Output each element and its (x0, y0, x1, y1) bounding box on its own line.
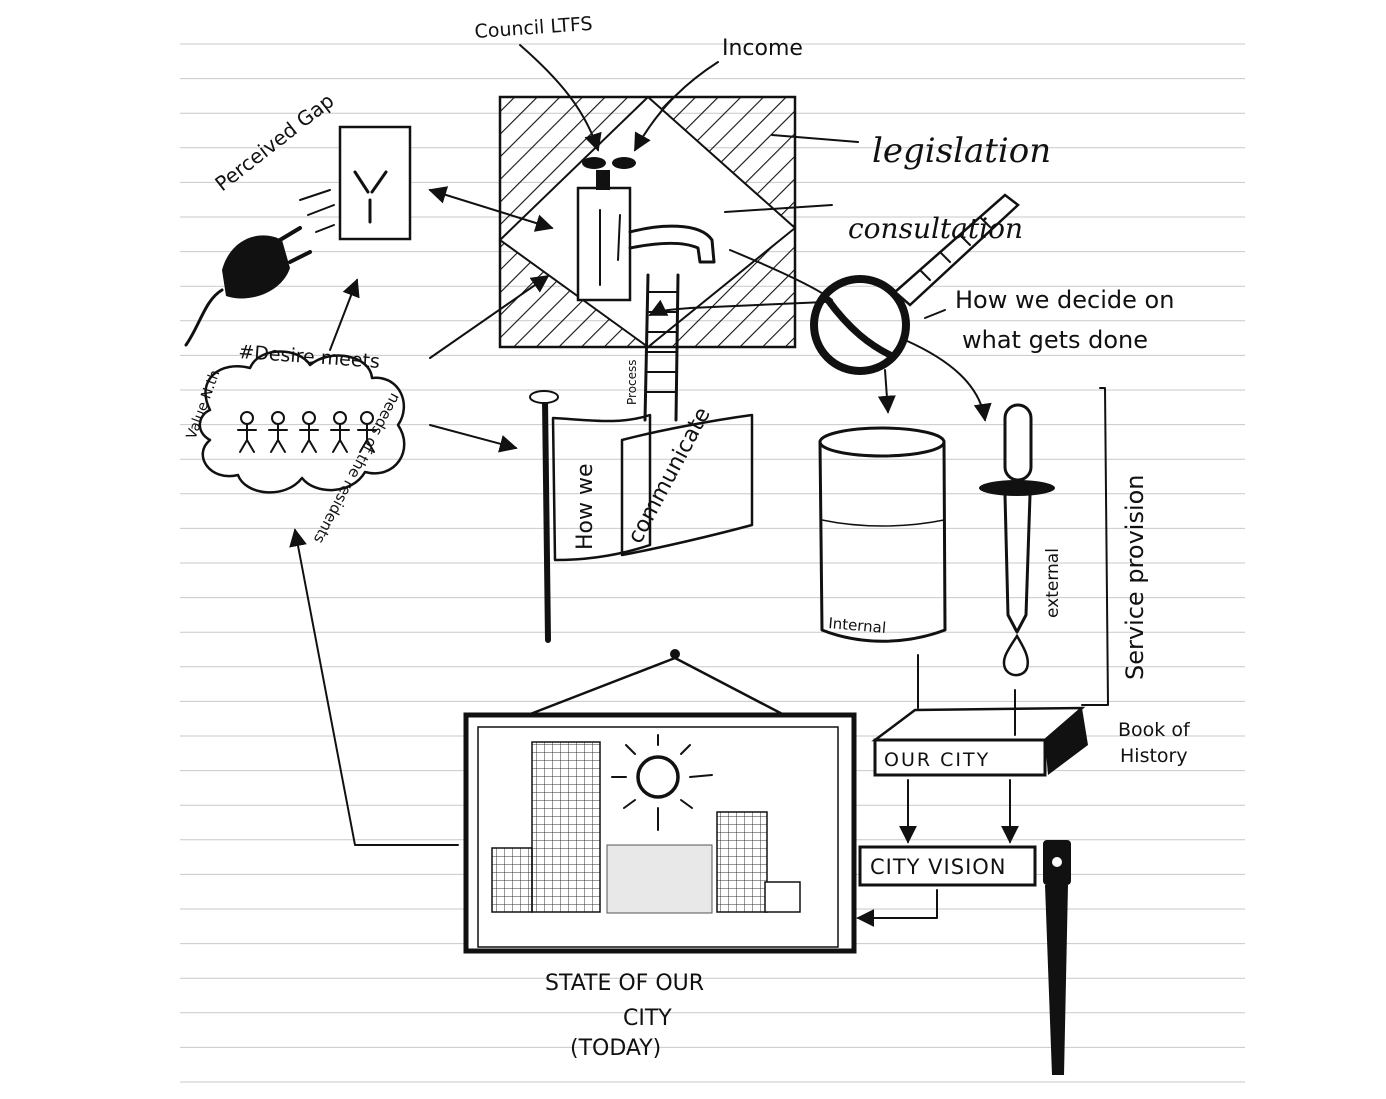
label-council-ltfs: Council LTFS (474, 13, 593, 43)
label-internal: Internal (828, 614, 887, 637)
dropper-icon (979, 403, 1055, 677)
label-consultation: consultation (848, 212, 1023, 245)
label-state-line1: STATE OF OUR (545, 971, 704, 996)
signpost-icon (858, 840, 1071, 1075)
label-income: Income (722, 36, 803, 61)
label-desire: #Desire meets (238, 341, 381, 373)
label-process: Process (625, 359, 639, 405)
label-communicate: communicate (623, 403, 716, 547)
label-value: Value N.th (184, 368, 224, 441)
label-service-provision: Service provision (1121, 474, 1149, 680)
label-book-line1: Book of (1118, 719, 1191, 741)
book-icon (871, 706, 1088, 777)
label-decide-line2: what gets done (962, 326, 1148, 354)
label-state-line2: CITY (623, 1006, 672, 1031)
magnifying-glass-icon (810, 193, 1020, 375)
label-decide-line1: How we decide on (955, 286, 1174, 314)
label-how-we: How we (573, 463, 598, 550)
label-our-city: OUR CITY (884, 749, 990, 771)
connector-arrows (289, 44, 1109, 927)
label-external: external (1043, 548, 1063, 618)
flag-icon (529, 390, 754, 643)
ladder-icon (643, 273, 680, 422)
label-state-line3: (TODAY) (570, 1036, 661, 1061)
plug-icon (184, 189, 335, 347)
people-cloud-icon (198, 350, 406, 494)
framed-picture-icon (463, 649, 857, 954)
label-perceived-gap: Perceived Gap (210, 88, 338, 196)
label-book-line2: History (1120, 745, 1188, 767)
tap-icon (576, 157, 716, 302)
glass-jar-icon (818, 426, 947, 643)
stick-figures (237, 411, 377, 453)
label-legislation: legislation (872, 131, 1051, 171)
label-city-vision: CITY VISION (870, 855, 1007, 879)
power-socket-icon (338, 125, 412, 241)
